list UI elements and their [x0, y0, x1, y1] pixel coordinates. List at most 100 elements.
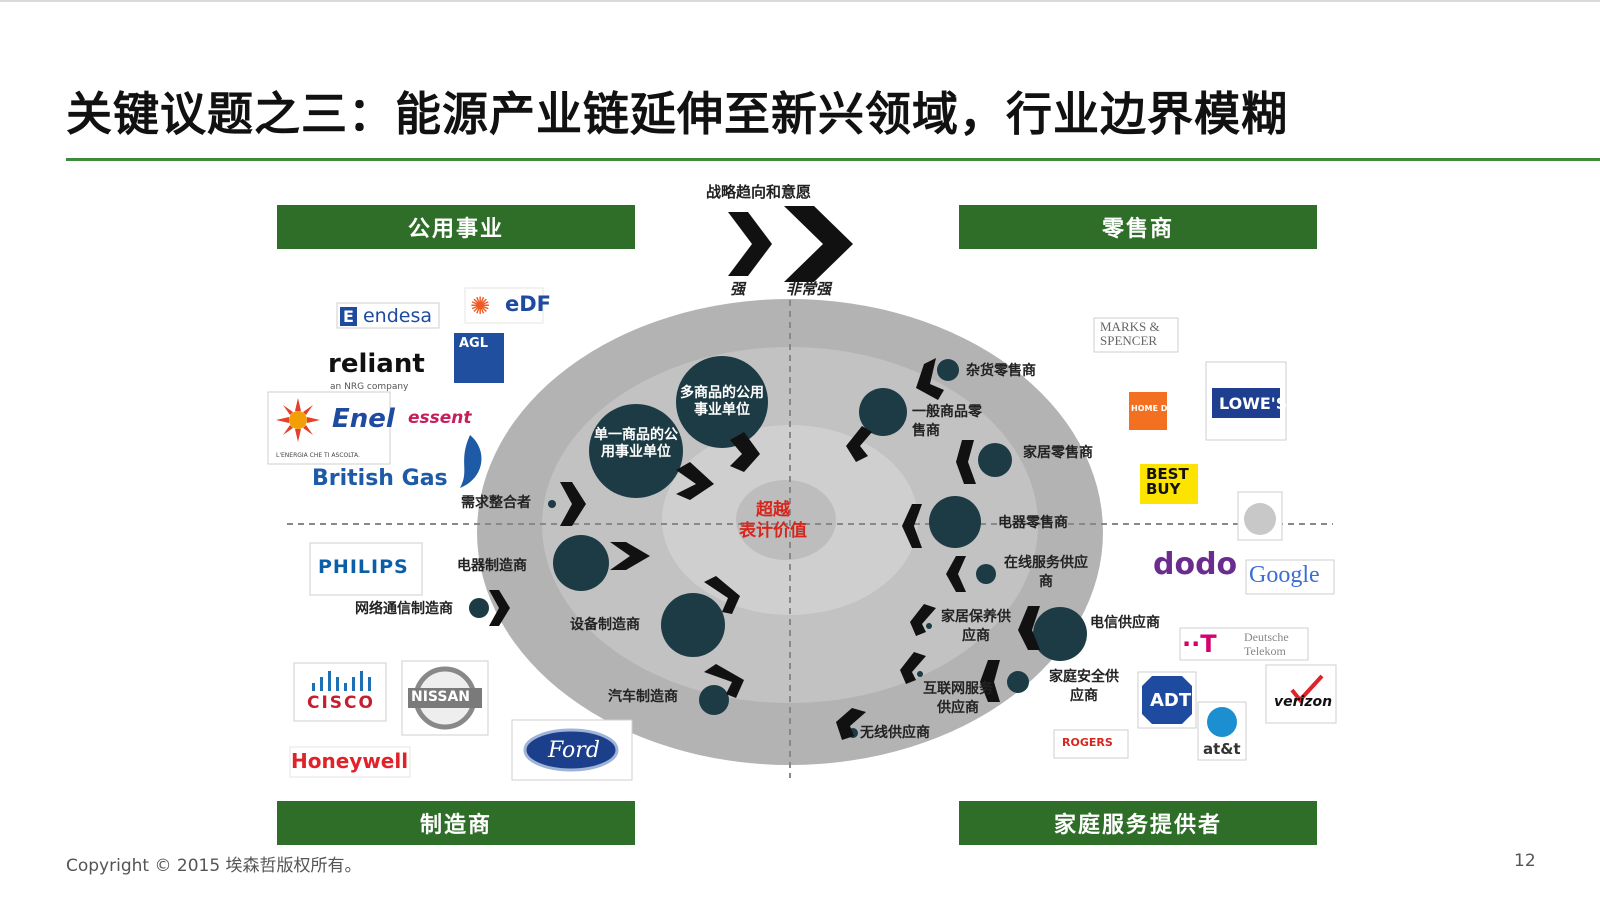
philips-logo: PHILIPS [318, 556, 409, 578]
general-merchandise-label: 一般商品零售商 [912, 404, 982, 439]
very-strong-chevron [784, 206, 853, 282]
single-product-utility-label: 单一商品的公用事业单位 [594, 427, 678, 460]
verizon-check-icon [1290, 674, 1324, 704]
adt-octagon-icon [1142, 676, 1192, 724]
chevron-wireless [836, 708, 866, 740]
strategy-legend-label: 战略趋向和意愿 [706, 183, 812, 201]
copyright-text: Copyright © 2015 埃森哲版权所有。 [66, 856, 362, 876]
best-buy-logo: BEST BUY [1146, 467, 1189, 497]
honeywell-logo: Honeywell [291, 749, 409, 773]
appliance-manufacturer-label: 电器制造商 [457, 558, 527, 574]
title-underline [66, 158, 1600, 161]
page-title: 关键议题之三：能源产业链延伸至新兴领域，行业边界模糊 [66, 87, 1288, 141]
chevron-general [846, 426, 872, 462]
lowes-logo: LOWE'S [1219, 394, 1288, 413]
multi-product-utility-label: 多商品的公用事业单位 [680, 385, 764, 418]
british-gas-flame-icon [460, 435, 482, 488]
marks-spencer-line1: MARKS & [1100, 319, 1160, 334]
telecom-node [1033, 607, 1087, 661]
internet-service-label: 互联网服务供应商 [923, 681, 993, 716]
dodo-logo-frame [1150, 552, 1240, 584]
philips-logo-frame [309, 542, 423, 596]
chevron-home-security [980, 660, 1000, 702]
marks-spencer-logo-frame [1093, 317, 1179, 353]
single-product-utility-node [589, 404, 683, 498]
marks-spencer-logo: MARKS & SPENCER [1100, 320, 1160, 348]
telekom-t-icon: ··T [1182, 630, 1217, 658]
grocery-retailer-label: 杂货零售商 [966, 363, 1036, 379]
home-maintenance-label: 家居保养供应商 [941, 609, 1011, 644]
chevron-single-product [676, 462, 714, 500]
chevron-equipment [704, 576, 740, 614]
chevron-network [489, 590, 510, 626]
very-strong-label: 非常强 [786, 280, 832, 298]
auto-manufacturer-label: 汽车制造商 [608, 689, 678, 705]
reliant-logo: reliant [328, 349, 425, 379]
marks-spencer-line2: SPENCER [1100, 333, 1158, 348]
manufacturers-header: 制造商 [277, 801, 635, 845]
home-retailer-label: 家居零售商 [1023, 445, 1093, 461]
home-services-header: 家庭服务提供者 [959, 801, 1317, 845]
endesa-mark-icon: E [340, 307, 357, 326]
best-buy-line1: BEST [1146, 465, 1189, 483]
rogers-logo: ROGERS [1062, 736, 1113, 749]
cisco-logo-frame [293, 662, 387, 722]
center-label-line2: 表计价值 [739, 521, 807, 541]
multi-product-utility-node [676, 356, 768, 448]
home-security-node [1007, 671, 1029, 693]
verizon-logo-frame [1265, 664, 1337, 724]
google-logo: Google [1249, 562, 1320, 588]
best-buy-logo-box [1140, 464, 1198, 504]
network-equipment-label: 网络通信制造商 [355, 601, 453, 617]
top-border [0, 0, 1600, 2]
center-disc [736, 480, 836, 560]
agl-logo: AGL [459, 336, 489, 351]
equipment-manufacturer-label: 设备制造商 [570, 617, 640, 633]
honeywell-logo-frame [289, 746, 411, 778]
home-security-label: 家庭安全供应商 [1049, 669, 1119, 704]
network-equipment-node [469, 598, 489, 618]
chevron-telecom [1018, 606, 1040, 650]
page-number: 12 [1514, 851, 1536, 871]
online-service-node [976, 564, 996, 584]
endesa-logo-text: endesa [362, 305, 433, 327]
demand-aggregator-label: 需求整合者 [461, 495, 531, 511]
chevron-appliance [610, 542, 650, 570]
chevron-internet [900, 652, 926, 684]
adt-logo: ADT [1150, 690, 1192, 711]
home-depot-logo: HOME DEPOT [1131, 404, 1191, 413]
rogers-logo-frame [1053, 729, 1129, 759]
internet-service-node [917, 671, 923, 677]
ford-oval-icon [523, 728, 619, 772]
strong-label: 强 [730, 280, 746, 298]
british-gas-logo: British Gas [312, 466, 448, 491]
nrg-tagline: an NRG company [330, 382, 409, 392]
enel-logo: Enel [332, 404, 395, 434]
general-merchandise-node [859, 388, 907, 436]
electronics-retailer-node [929, 496, 981, 548]
google-logo-frame [1245, 559, 1335, 595]
chevron-home-retailer [956, 440, 976, 484]
verizon-logo: verizon [1274, 694, 1333, 710]
nissan-bar [408, 688, 482, 708]
att-logo: at&t [1203, 740, 1241, 758]
chevron-online [946, 556, 966, 592]
chevron-home-maintenance [910, 604, 936, 636]
cisco-logo: CISCO [307, 693, 375, 713]
home-maintenance-node [926, 623, 932, 629]
demand-aggregator-node [548, 500, 556, 508]
edf-logo-frame [464, 287, 544, 324]
lowes-logo-box [1212, 388, 1280, 418]
enel-tagline: L'ENERGIA CHE TI ASCOLTA. [276, 452, 360, 459]
chevron-demand-aggregator [560, 482, 586, 526]
strong-chevron [728, 212, 772, 276]
retailers-header: 零售商 [959, 205, 1317, 249]
chevron-multi-product [730, 432, 760, 472]
telekom-line2: Telekom [1244, 644, 1286, 658]
telekom-logo-frame [1179, 627, 1309, 661]
telecom-label: 电信供应商 [1090, 615, 1160, 631]
essent-logo: essent [408, 408, 472, 428]
home-depot-logo-box [1129, 392, 1167, 430]
electronics-retailer-label: 电器零售商 [998, 515, 1068, 531]
